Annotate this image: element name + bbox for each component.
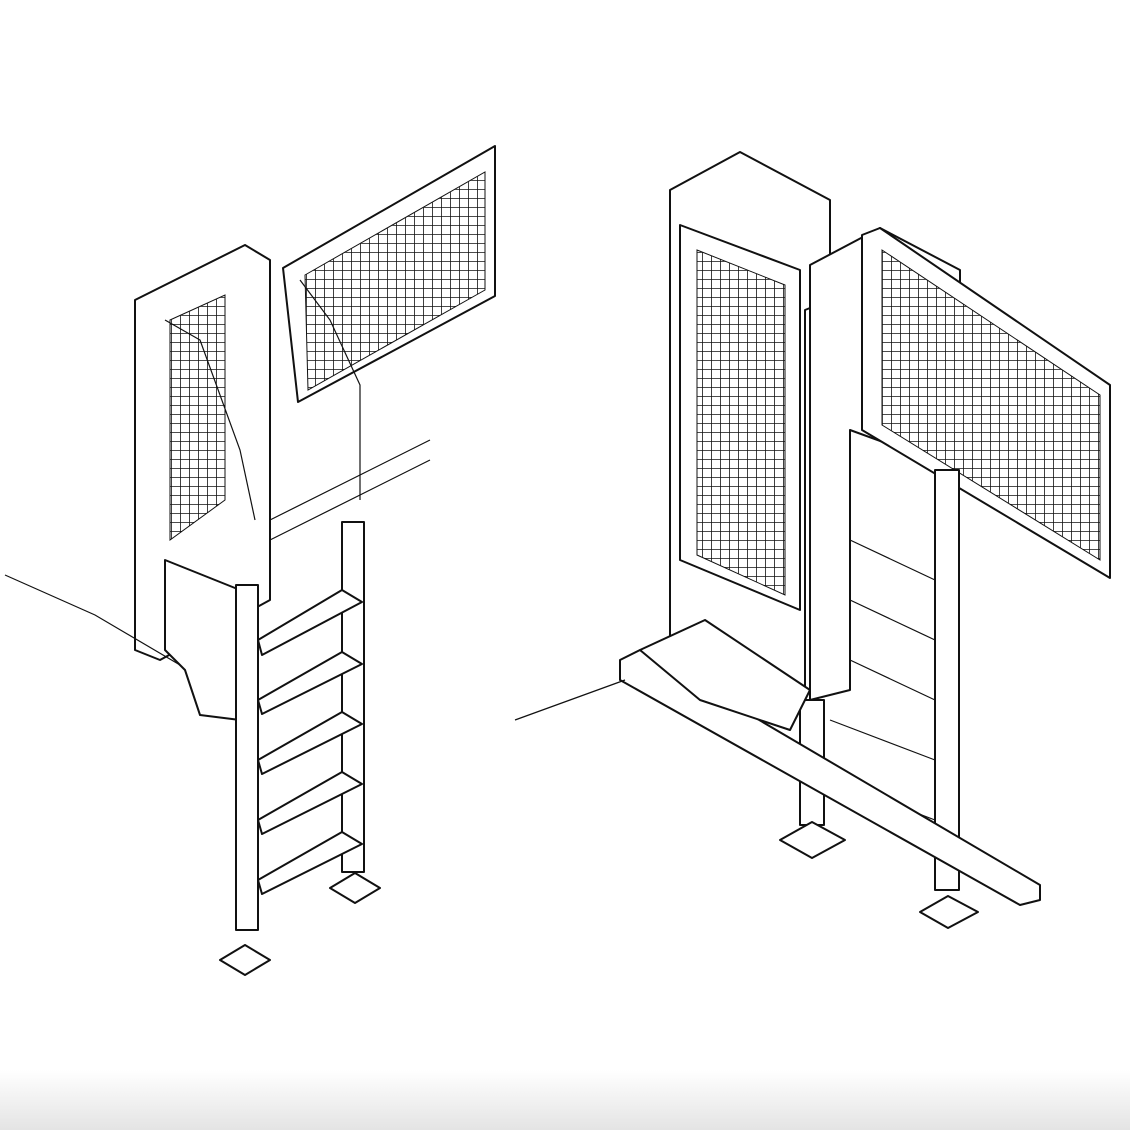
ladder-right-rail xyxy=(341,521,365,873)
cross-beam-edge xyxy=(269,459,431,541)
foot-plate-left xyxy=(219,944,271,976)
side-bar xyxy=(4,574,181,666)
left-handrail xyxy=(164,319,256,521)
left-mesh-grid-upper xyxy=(304,171,486,391)
right-mesh-grid xyxy=(881,249,1101,561)
side-bar-right xyxy=(514,679,626,721)
bottom-shadow xyxy=(0,1070,1130,1130)
right-handrail xyxy=(299,279,361,500)
stair-step xyxy=(829,719,936,761)
left-cage-mesh xyxy=(169,294,226,541)
cross-beam xyxy=(269,439,431,521)
left-ladder-assembly xyxy=(4,145,496,976)
ladder-rung xyxy=(257,711,363,775)
stair-step xyxy=(849,539,936,581)
gate-mesh xyxy=(696,249,786,596)
stair-step xyxy=(849,599,936,641)
ladder-left-rail xyxy=(235,584,259,931)
right-gate-assembly xyxy=(514,151,1111,929)
foot-plate-center xyxy=(779,821,846,859)
ladder-rung xyxy=(257,771,363,835)
base-plate xyxy=(639,619,811,731)
foot-plate-right xyxy=(329,872,381,904)
ladder-rung xyxy=(257,831,363,895)
ladder-rung xyxy=(257,589,363,656)
foot-plate-right-post xyxy=(919,895,979,929)
ladder-rung xyxy=(257,651,363,715)
ladder-rungs xyxy=(257,589,363,895)
right-post xyxy=(934,469,960,891)
stair-step xyxy=(849,659,936,701)
